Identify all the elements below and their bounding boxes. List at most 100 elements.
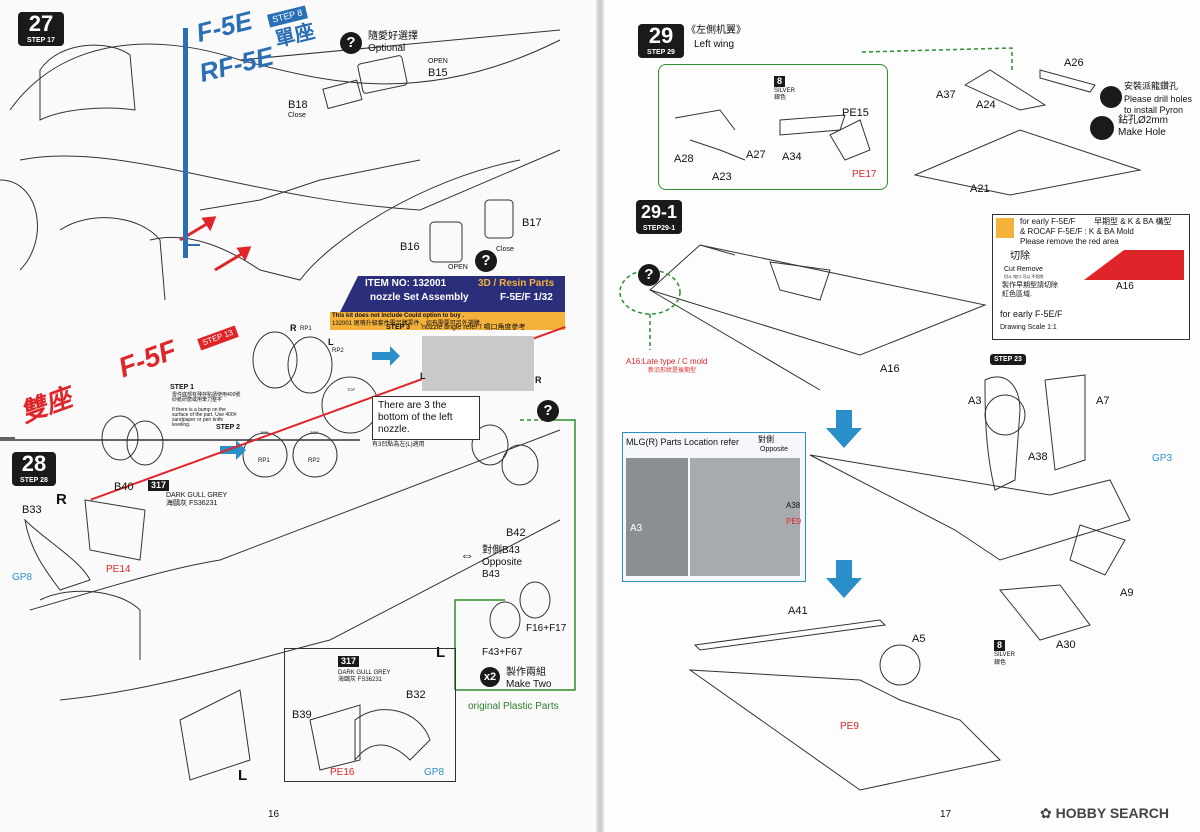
part-b40-label: B40 [114,481,134,493]
watermark-icon: ✿ [1040,805,1056,821]
make-early-cn1: 製作早期型請切除 [1002,282,1058,289]
wheel-a3 [984,394,1026,436]
angle-top: TOP [347,387,356,392]
pylon-note: Please drill holes to install Pyron [1124,94,1193,115]
part-a9-label: A9 [1120,587,1134,599]
part-b17-label: B17 [522,217,542,229]
item-type: 3D / Resin Parts [478,278,555,289]
step29-1-sub: STEP29-1 [642,225,676,232]
resin-banner-bg [340,276,565,312]
nozzle-photo-l: L [420,371,426,381]
part-a23-label: A23 [712,171,732,183]
resin-step2: STEP 2 [216,424,240,431]
part-a9 [1069,524,1126,576]
part-a41 [693,619,887,651]
part-a30 [999,584,1091,641]
paint-name-silver: SILVER [774,88,795,94]
intake-27 [0,179,38,271]
step28-detail-box [284,648,456,782]
part-a27-label: A27 [746,149,766,161]
part-b43-label: B43 [482,569,500,580]
step23-ref-badge: STEP 23 [990,354,1026,365]
rp1-top: TOP [260,430,269,435]
step28-l-side-2: L [238,767,248,784]
guide-dashed [861,47,1013,70]
drawing-scale: Drawing Scale 1:1 [1000,324,1057,331]
optional-question-icon: ? [340,32,362,54]
final-paint-cn: 銀色 [994,660,1007,666]
part-b39 [309,704,361,771]
step28-number: 28 [21,451,47,476]
cut-label: Cut Remove [1004,266,1043,273]
resin-note-cn: 132001 尾噴升級套件需另購零件，如有需要可另外選購. [332,321,482,327]
rp2-l-label: L [328,337,334,347]
step29-1-question-icon: ? [638,264,660,286]
part-a28-label: A28 [674,153,694,165]
part-pe16-label: PE16 [330,767,355,778]
final-paint-name: SILVER [994,652,1015,658]
b16-open-label: OPEN [448,264,468,271]
item-number: ITEM NO: 132001 [365,278,447,289]
step28-question-icon: ? [537,400,559,422]
drill-note: Make Hole [1118,127,1166,138]
paint-cn-silver: 銀色 [774,95,787,101]
part-a30-label: A30 [1056,639,1076,651]
part-b32 [354,709,431,762]
part-gp8-label: GP8 [12,572,33,583]
wing-a21 [913,129,1142,196]
part-a26-label: A26 [1064,57,1084,69]
part-a38-label: A38 [1028,451,1048,463]
step29-title: Left wing [694,39,735,50]
make-early-cn2: 紅色區域. [1002,291,1032,298]
mlg-a38-label: A38 [786,501,801,510]
step27-sub: STEP 17 [27,37,55,44]
part-b42-label: B42 [506,527,526,539]
early-note-en1: for early F-5E/F [1020,217,1076,226]
part-b16 [429,221,463,263]
resin-note-en: This kit does not include Could option t… [332,313,464,319]
part-b33-label: B33 [22,504,42,516]
part-b37 [179,689,251,781]
warning-icon [996,218,1014,238]
resin-step1-cn: 零件底部有殘存點請使用400號砂紙研磨或用筆刀整平 [172,392,241,403]
step27-badge: 27 STEP 17 [18,12,64,46]
part-a34-label: A34 [782,151,802,163]
cut-sub: 切斗 咬口 可以 不切除 [1004,274,1044,279]
optional-label: Optional [368,43,406,54]
make-two-badge: x2 [480,667,500,687]
part-a16-label-box: A16 [1116,281,1134,292]
rp1-circle-label: RP1 [258,458,270,464]
final-paint-code: 8 [994,640,1006,651]
b18-close-label: Close [288,112,306,119]
optional-cn: 隨愛好選擇 [368,31,418,42]
step29-sub: STEP 29 [647,49,675,56]
part-b33 [24,518,91,591]
part-a37-label: A37 [936,89,956,101]
paint-cn-317: 海鷗灰 FS36231 [166,500,218,507]
part-pe15-label: PE15 [842,107,869,119]
watermark: ✿ HOBBY SEARCH [1040,806,1169,820]
parts-f43-f67: F43+F67 [482,647,523,658]
rp2-circle-label: RP2 [308,458,320,464]
step29-option-box [658,64,888,190]
step29-badge: 29 STEP 29 [638,24,684,58]
part-b39-label: B39 [292,709,312,721]
early-note-en2: & ROCAF F-5E/F : K & BA Mold [1020,227,1134,236]
pylon-cn: 安裝派龍鑽孔 [1124,81,1179,91]
angle-refer: nozzle angle refer / 噴口角度參考 [422,324,526,331]
rp2-label: RP2 [332,348,344,354]
mlg-photo-right [690,458,800,576]
part-b18-label: B18 [288,99,308,111]
a16-late-cn: 新沿形狀是後期型 [648,368,697,374]
a16-late-type: A16:Late type / C mold [626,357,708,366]
fuselage-27-outline [9,29,561,211]
resin-arrow [372,346,400,366]
canopy-27 [39,44,136,121]
part-a24-label: A24 [976,99,996,111]
wheel-a5 [879,644,921,686]
page-number-right: 17 [940,809,952,820]
paint2-name: DARK GULL GREY [338,670,391,676]
step29-1-badge: 29-1 STEP29-1 [636,200,682,234]
